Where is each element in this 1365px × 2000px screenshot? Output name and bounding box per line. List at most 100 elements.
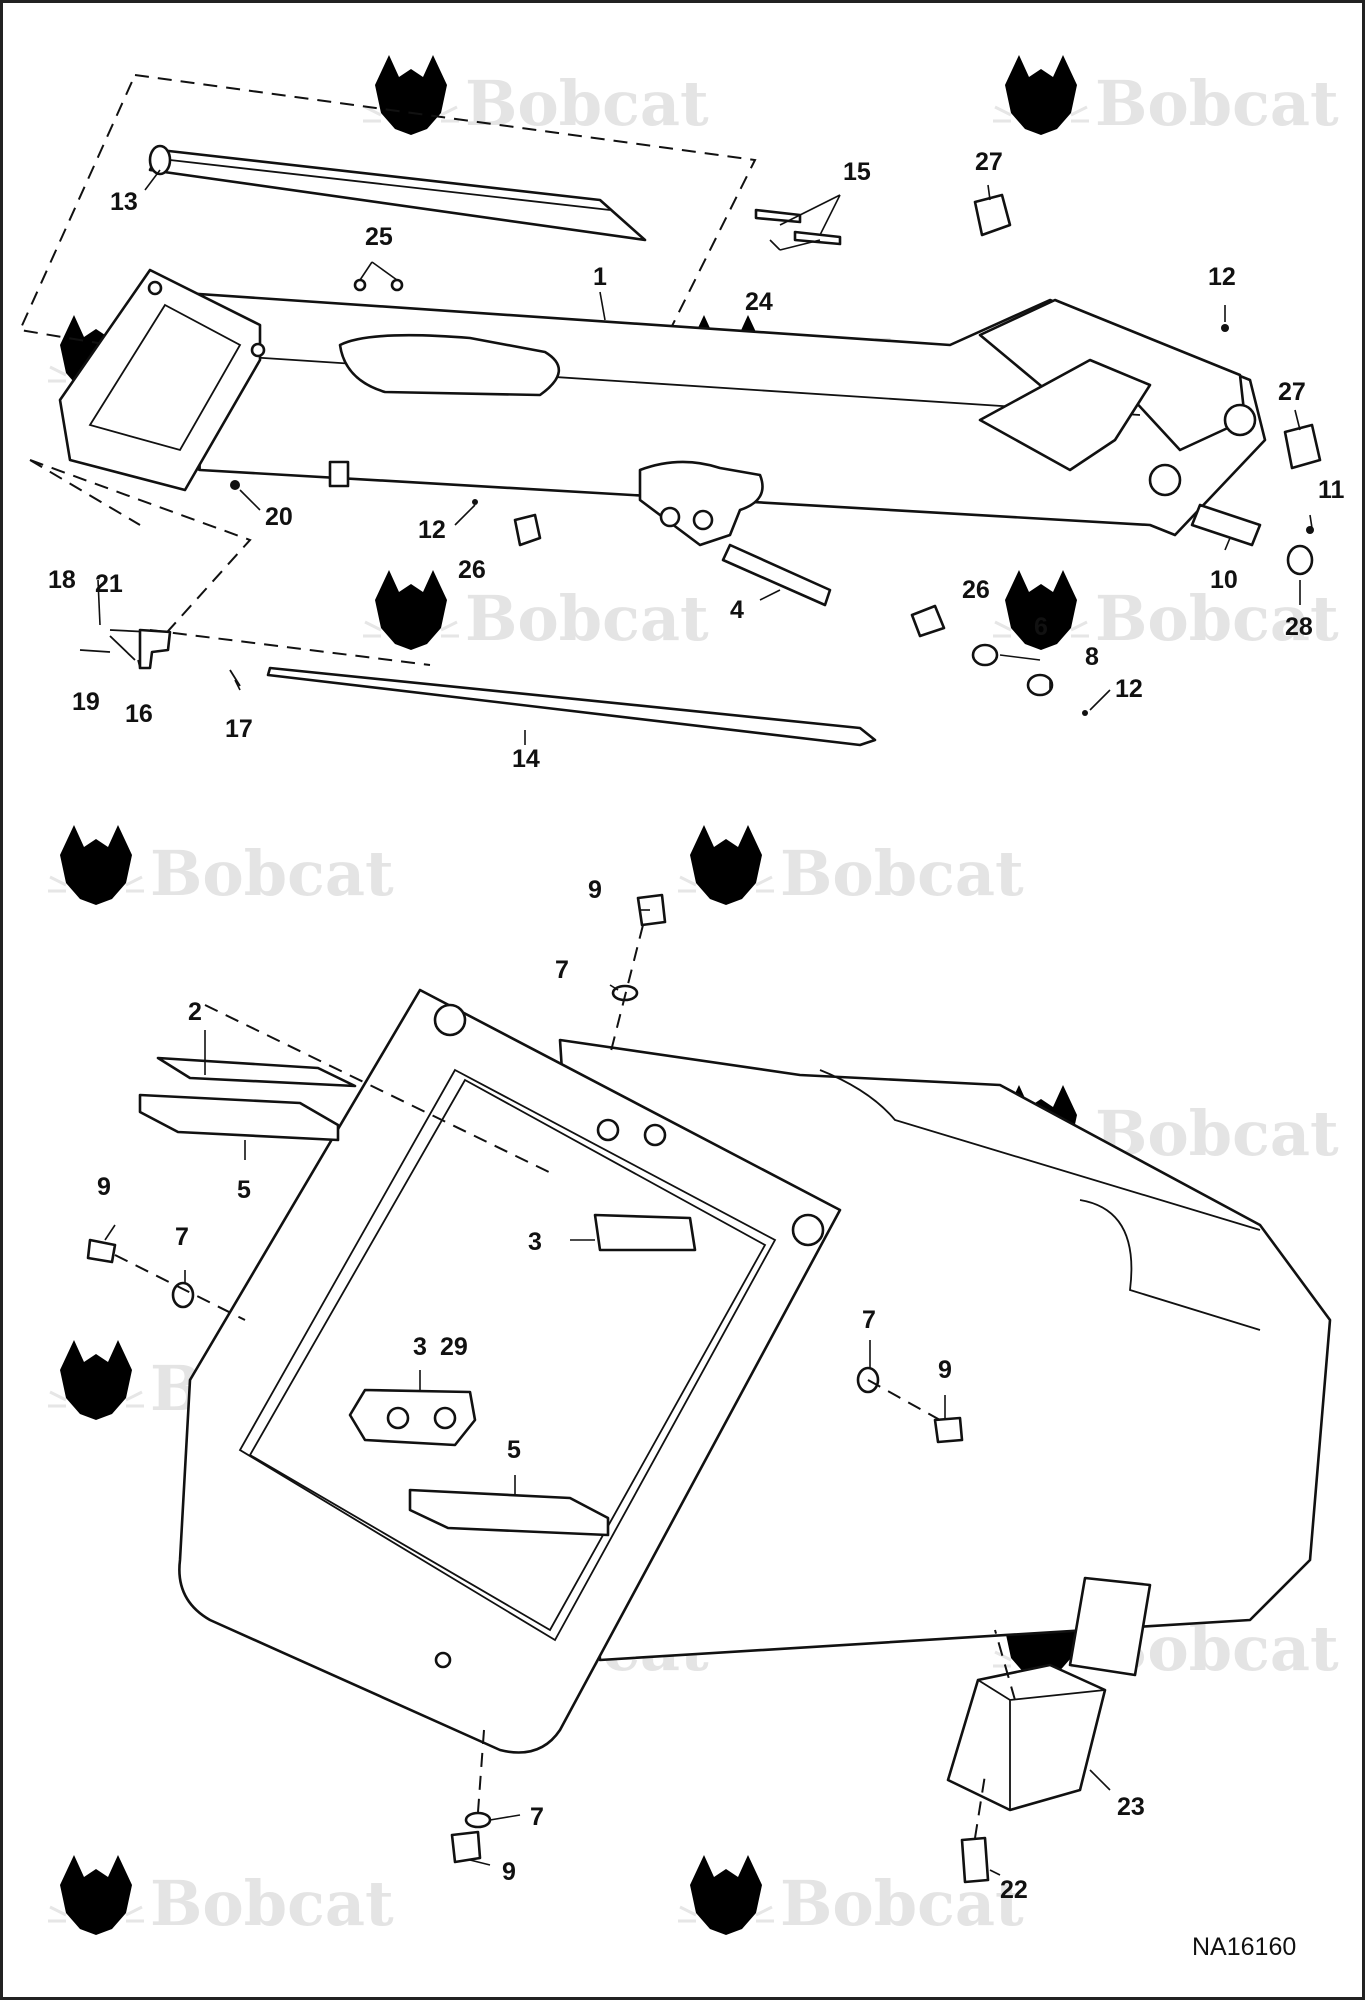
watermark-8: Bobcat: [676, 823, 1024, 910]
end-plate-hole: [596, 1118, 620, 1142]
pivot-bracket-side: [978, 358, 1152, 472]
end-plate-inner: [88, 303, 242, 452]
lug-hole: [659, 506, 681, 528]
callout-16: 16: [125, 700, 153, 728]
pad-dashed-path: [204, 1004, 556, 1176]
watermark-7: Bobcat: [46, 823, 394, 910]
callout-7: 7: [175, 1223, 189, 1251]
nut-29: [386, 1406, 410, 1430]
nut-25: [353, 278, 367, 292]
cylinder-lug: [638, 460, 764, 547]
bushing-26a: [513, 513, 542, 547]
callout-7: 7: [555, 956, 569, 984]
watermark-15: Bobcat: [46, 1853, 394, 1940]
boom-top-contour: [819, 1069, 1261, 1231]
end-plate-hole: [643, 1123, 667, 1147]
washer-8: [1026, 673, 1054, 697]
callout-7: 7: [862, 1306, 876, 1334]
bolt-9-bottom: [450, 1830, 482, 1864]
watermark-text: Bobcat: [465, 582, 709, 655]
end-plate-hole: [147, 280, 163, 296]
end-plate-window-inner: [248, 1078, 767, 1632]
grease-fitting-12: [1082, 710, 1088, 716]
end-plate-hole: [434, 1651, 452, 1669]
watermark-6: Bobcat: [991, 568, 1339, 655]
callout-26: 26: [458, 556, 486, 584]
callout-26: 26: [962, 576, 990, 604]
callout-19: 19: [72, 688, 100, 716]
watermark-5: Bobcat: [361, 568, 709, 655]
boom-end-plate: [58, 268, 262, 492]
callout-25: 25: [365, 223, 393, 251]
callout-12: 12: [1115, 675, 1143, 703]
top-wear-strip: [148, 148, 647, 242]
boom-edge-line: [139, 349, 1141, 416]
callout-5: 5: [237, 1176, 251, 1204]
screw-15: [754, 208, 802, 224]
leader-lines: [97, 169, 1313, 1876]
callout-10: 10: [1210, 566, 1238, 594]
nut-25: [390, 278, 404, 292]
end-plate-corner-hole: [791, 1213, 825, 1247]
cylinder-pin: [721, 543, 832, 607]
lower-exploded-view: [86, 893, 1332, 1884]
callout-9: 9: [502, 1858, 516, 1886]
washer-7-bottom: [464, 1811, 492, 1829]
watermark-text: Bobcat: [150, 837, 394, 910]
pivot-bore: [1148, 463, 1182, 497]
callout-23: 23: [1117, 1793, 1145, 1821]
strip-dashed-path: [149, 629, 431, 666]
wear-pad-5a: [138, 1093, 340, 1142]
boom-plate-contour: [1079, 1199, 1261, 1331]
watermark-2: Bobcat: [991, 53, 1339, 140]
callout-15: 15: [843, 158, 871, 186]
stop-block-edges: [977, 1679, 1106, 1810]
sensor-bracket-hardware: [79, 629, 241, 687]
stop-dashed-paths: [974, 1629, 1016, 1839]
screw-15: [793, 230, 842, 246]
bottom-wear-strip: [266, 666, 877, 747]
callout-12: 12: [418, 516, 446, 544]
callout-24: 24: [745, 288, 773, 316]
nut-29: [433, 1406, 457, 1430]
callout-3: 3: [528, 1228, 542, 1256]
pivot-cap: [1286, 544, 1314, 576]
bolt-dashed-paths: [114, 924, 941, 1813]
callout-22: 22: [1000, 1876, 1028, 1904]
watermark-text: Bobcat: [150, 1867, 394, 1940]
callout-18: 18: [48, 566, 76, 594]
bolt-22: [960, 1836, 990, 1884]
watermark-1: Bobcat: [361, 53, 709, 140]
nut-20: [230, 480, 240, 490]
pivot-bore: [1223, 403, 1257, 437]
callout-17: 17: [225, 715, 253, 743]
stop-bracket: [1068, 1576, 1152, 1677]
boom-stop-tab: [328, 460, 350, 488]
lower-envelope: [29, 459, 252, 641]
watermark-text: Bobcat: [465, 67, 709, 140]
bushing-26b: [910, 604, 946, 638]
callout-11: 11: [1318, 476, 1345, 504]
watermark-text: Bobcat: [1095, 582, 1339, 655]
callout-7: 7: [530, 1803, 544, 1831]
lower-callouts: 9 7 2 5 9 7 3 7 9 3 29 5 7 9 23 22: [97, 876, 1145, 1904]
upper-exploded-view: [18, 73, 1322, 747]
bushing-27b: [1283, 423, 1322, 470]
wear-strip-groove: [169, 159, 611, 211]
callout-29: 29: [440, 1333, 468, 1361]
callout-5: 5: [507, 1436, 521, 1464]
screw-11: [1306, 526, 1314, 534]
callout-8: 8: [1085, 643, 1099, 671]
callout-20: 20: [265, 503, 293, 531]
callout-14: 14: [512, 745, 540, 773]
pivot-pin: [1190, 503, 1262, 547]
watermark-text: Bobcat: [780, 837, 1024, 910]
watermark-text: Bobcat: [1095, 67, 1339, 140]
sensor-bracket-16: [138, 628, 172, 670]
wear-strip-end: [148, 144, 172, 176]
callout-4: 4: [730, 596, 744, 624]
callout-9: 9: [97, 1173, 111, 1201]
callout-1: 1: [593, 263, 607, 291]
callout-27: 27: [1278, 378, 1306, 406]
